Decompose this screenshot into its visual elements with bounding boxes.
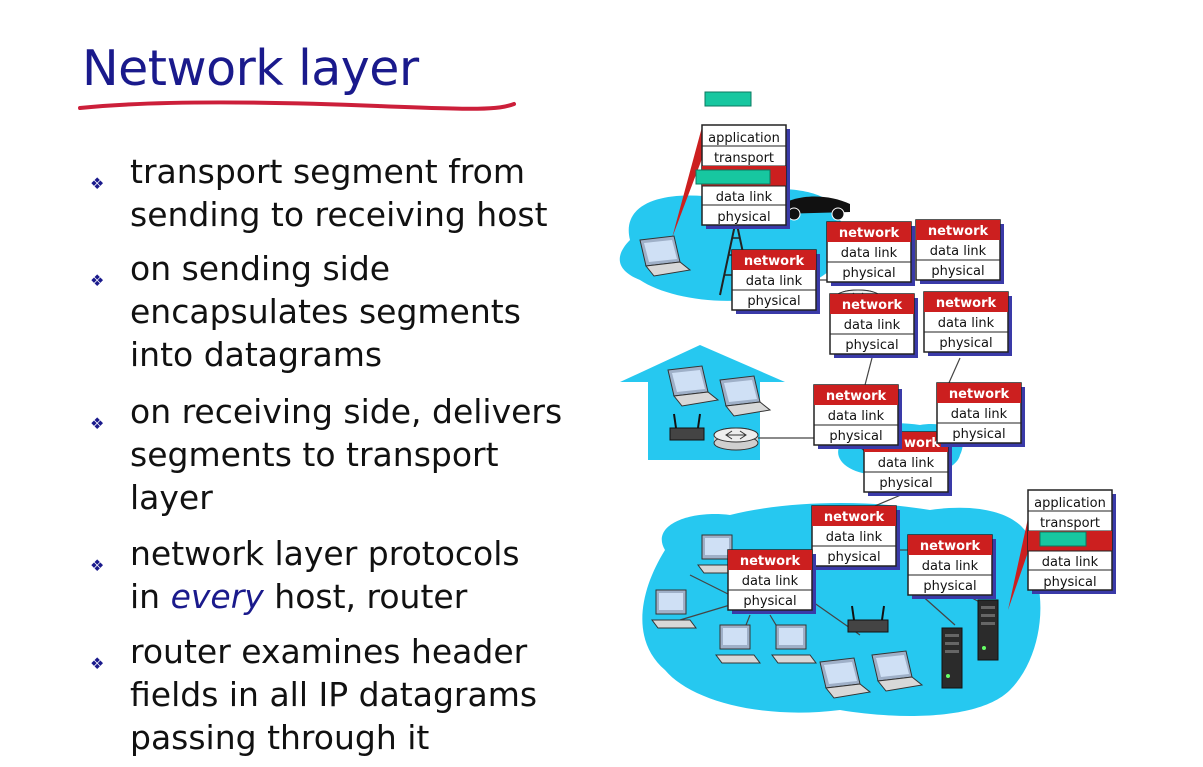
diamond-bullet-icon: ❖ bbox=[90, 556, 105, 575]
bullet-4-line-1: network layer protocols bbox=[130, 534, 520, 573]
bullet-1-line-2: sending to receiving host bbox=[130, 195, 548, 234]
datagram-packet-icon bbox=[1039, 531, 1087, 547]
layer-physical-label: physical bbox=[952, 427, 1005, 442]
layer-transport-label: transport bbox=[714, 151, 774, 166]
bullet-3-line-1: on receiving side, delivers bbox=[130, 392, 563, 431]
bullet-2-line-1: on sending side bbox=[130, 249, 391, 288]
bullet-5: ❖ router examines header fields in all IP… bbox=[90, 630, 600, 759]
layer-application-label: application bbox=[708, 131, 780, 146]
layer-network-label: network bbox=[928, 224, 989, 239]
layer-application-label: application bbox=[1034, 496, 1106, 511]
bullet-5-line-2: fields in all IP datagrams bbox=[130, 675, 538, 714]
layer-data-link-label: data link bbox=[841, 246, 898, 261]
layer-data-link-label: data link bbox=[746, 274, 803, 289]
wireless-access-point-icon bbox=[847, 605, 889, 633]
layer-data-link-label: data link bbox=[922, 559, 979, 574]
layer-physical-label: physical bbox=[845, 338, 898, 353]
bullet-5-line-3: passing through it bbox=[130, 718, 430, 757]
title-underline bbox=[78, 100, 516, 111]
router-protocol-stack: network data link physical bbox=[907, 534, 996, 599]
router-protocol-stack: network data link physical bbox=[811, 505, 900, 570]
diamond-bullet-icon: ❖ bbox=[90, 174, 105, 193]
layer-network-label: network bbox=[949, 387, 1010, 402]
home-router-icon bbox=[713, 427, 759, 451]
layer-physical-label: physical bbox=[829, 429, 882, 444]
emphasis-every: every bbox=[170, 577, 264, 616]
page-title: Network layer bbox=[82, 40, 419, 97]
layer-physical-label: physical bbox=[939, 336, 992, 351]
bullet-1: ❖ transport segment from sending to recei… bbox=[90, 150, 600, 236]
layer-network-label: network bbox=[839, 226, 900, 241]
bullet-1-line-1: transport segment from bbox=[130, 152, 526, 191]
layer-data-link-label: data link bbox=[828, 409, 885, 424]
datagram-packet-icon bbox=[704, 91, 752, 107]
bullet-3-line-2: segments to transport bbox=[130, 435, 499, 474]
layer-data-link-label: data link bbox=[716, 190, 773, 205]
router-protocol-stack: network data link physical bbox=[731, 249, 820, 314]
layer-data-link-label: data link bbox=[844, 318, 901, 333]
network-diagram: application transport data link physical… bbox=[619, 91, 1116, 716]
layer-network-label: network bbox=[740, 554, 801, 569]
car-icon bbox=[778, 196, 850, 221]
bullet-2-line-3: into datagrams bbox=[130, 335, 383, 374]
server-icon bbox=[977, 599, 999, 661]
diamond-bullet-icon: ❖ bbox=[90, 654, 105, 673]
layer-network-label: network bbox=[744, 254, 805, 269]
layer-data-link-label: data link bbox=[951, 407, 1008, 422]
layer-physical-label: physical bbox=[747, 294, 800, 309]
layer-data-link-label: data link bbox=[938, 316, 995, 331]
bullet-3: ❖ on receiving side, delivers segments to… bbox=[90, 390, 600, 519]
layer-network-label: network bbox=[920, 539, 981, 554]
router-protocol-stack: network data link physical bbox=[826, 221, 915, 286]
router-protocol-stack: network data link physical bbox=[915, 219, 1004, 284]
bullet-3-line-3: layer bbox=[130, 478, 213, 517]
diamond-bullet-icon: ❖ bbox=[90, 414, 105, 433]
layer-physical-label: physical bbox=[879, 476, 932, 491]
layer-physical-label: physical bbox=[743, 594, 796, 609]
layer-network-label: network bbox=[826, 389, 887, 404]
wireless-access-point-icon bbox=[669, 413, 705, 441]
layer-physical-label: physical bbox=[827, 550, 880, 565]
layer-data-link-label: data link bbox=[826, 530, 883, 545]
bullet-2-line-2: encapsulates segments bbox=[130, 292, 521, 331]
layer-physical-label: physical bbox=[842, 266, 895, 281]
router-protocol-stack: network data link physical bbox=[936, 382, 1025, 447]
router-protocol-stack: network data link physical bbox=[727, 549, 816, 614]
router-protocol-stack: network data link physical bbox=[829, 293, 918, 358]
bullet-5-line-1: router examines header bbox=[130, 632, 528, 671]
layer-physical-label: physical bbox=[717, 210, 770, 225]
layer-physical-label: physical bbox=[923, 579, 976, 594]
layer-network-label: network bbox=[824, 510, 885, 525]
layer-data-link-label: data link bbox=[930, 244, 987, 259]
layer-data-link-label: data link bbox=[1042, 555, 1099, 570]
datagram-packet-icon bbox=[695, 169, 771, 185]
layer-data-link-label: data link bbox=[878, 456, 935, 471]
layer-network-label: work bbox=[904, 436, 940, 451]
router-protocol-stack: network data link physical bbox=[923, 291, 1012, 356]
router-protocol-stack: network data link physical bbox=[813, 384, 902, 449]
server-icon bbox=[941, 627, 963, 689]
layer-physical-label: physical bbox=[1043, 575, 1096, 590]
layer-data-link-label: data link bbox=[742, 574, 799, 589]
layer-physical-label: physical bbox=[931, 264, 984, 279]
layer-network-label: network bbox=[936, 296, 997, 311]
layer-network-label: network bbox=[842, 298, 903, 313]
layer-transport-label: transport bbox=[1040, 516, 1100, 531]
diamond-bullet-icon: ❖ bbox=[90, 271, 105, 290]
bullet-2: ❖ on sending side encapsulates segments in… bbox=[90, 247, 600, 376]
